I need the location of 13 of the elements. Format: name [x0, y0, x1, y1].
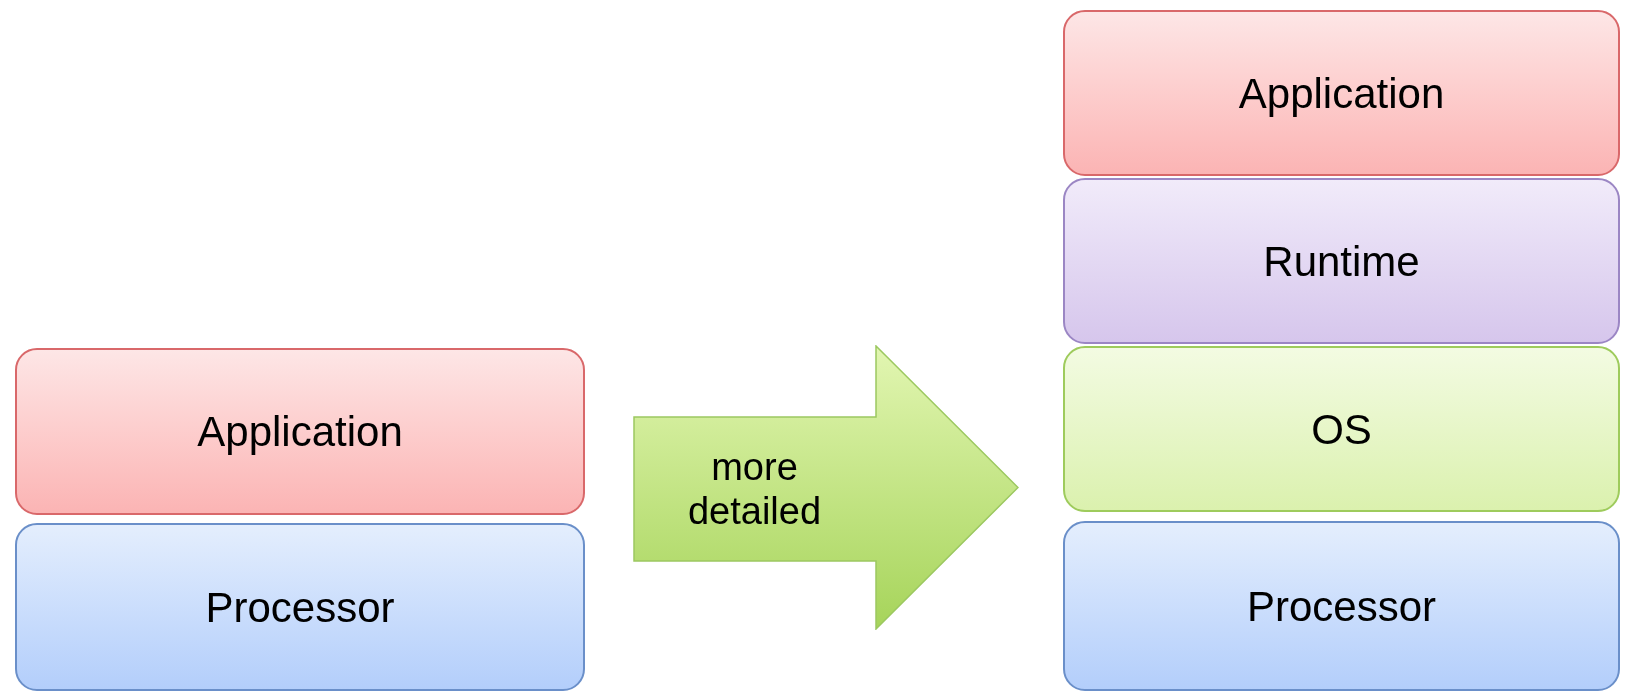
layer-label: Runtime — [1263, 236, 1420, 287]
layer-box — [1063, 10, 1620, 176]
layer-label: OS — [1311, 404, 1372, 455]
layer-box — [1063, 521, 1620, 691]
layer-label: Processor — [1246, 581, 1437, 632]
layer-box — [15, 523, 585, 691]
layer-label: Processor — [205, 582, 395, 633]
layer-box — [1063, 346, 1620, 512]
arrow-label: more detailed — [686, 445, 823, 533]
layer-box — [1063, 178, 1620, 344]
layer-label: Application — [197, 407, 403, 457]
layer-label: Application — [1238, 68, 1445, 119]
layer-box — [15, 348, 585, 515]
